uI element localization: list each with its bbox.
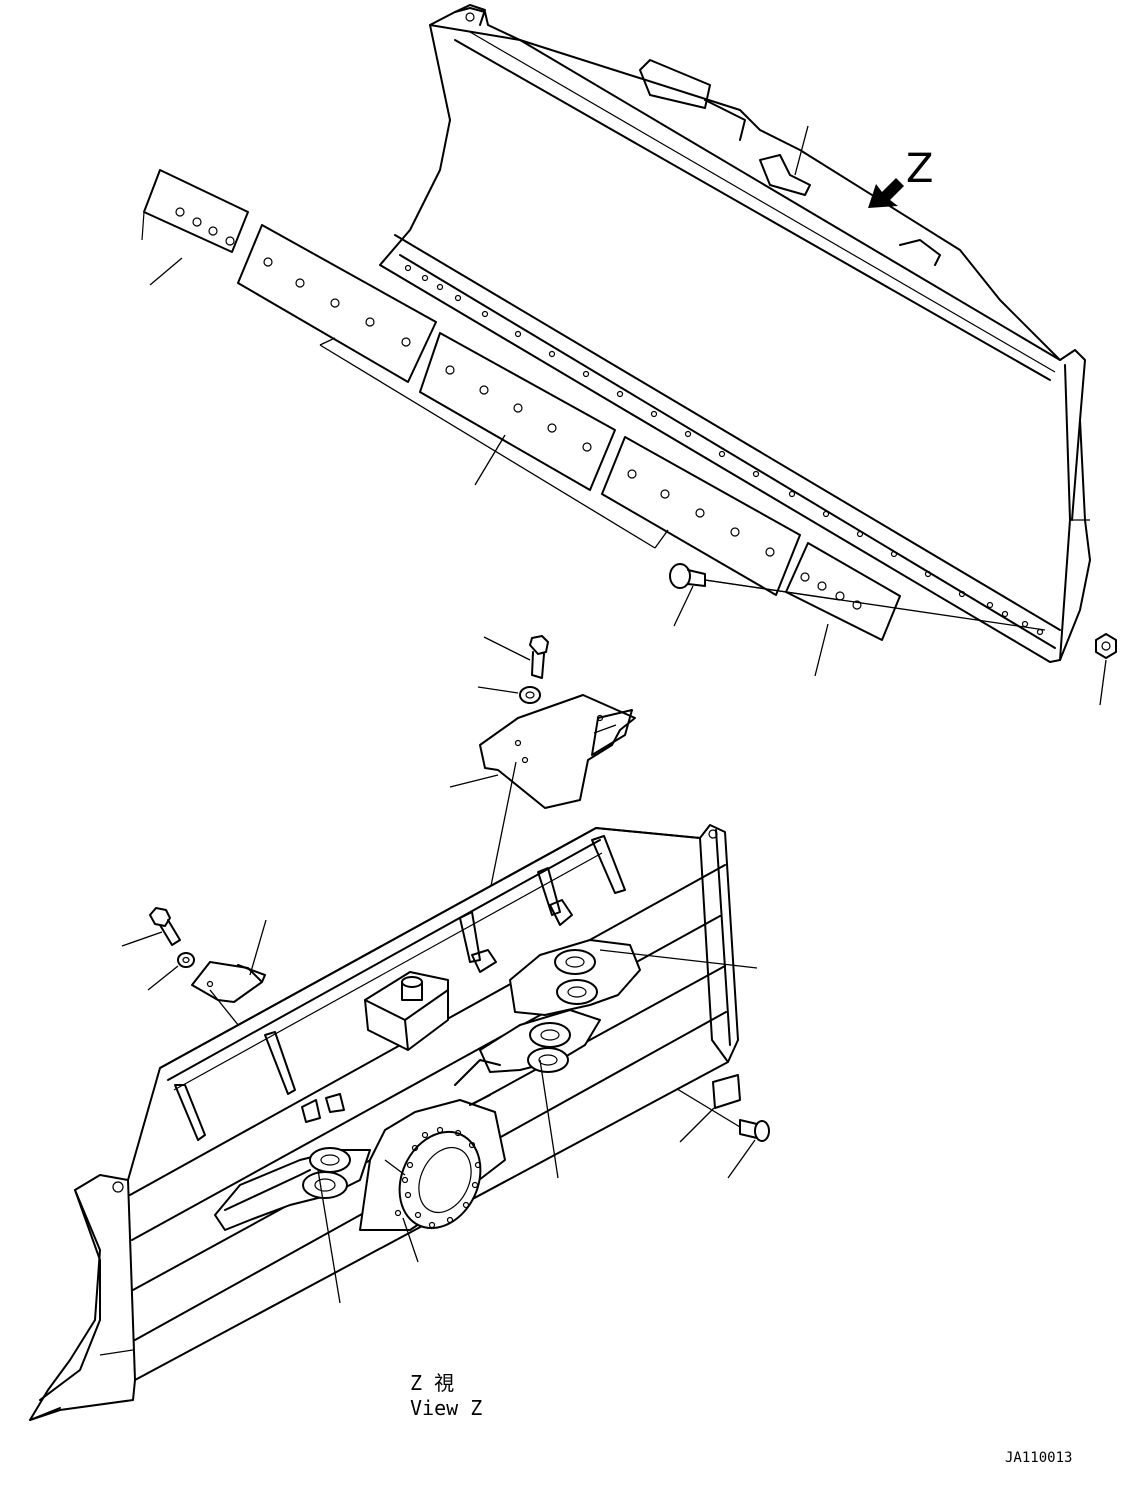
nut-upper xyxy=(1095,633,1117,659)
drawing-id: JA110013 xyxy=(1005,1450,1072,1466)
blade-back-view xyxy=(29,824,758,1421)
washer-2 xyxy=(147,952,195,991)
pivot-bolt-holes xyxy=(394,1126,482,1229)
view-letter: Z xyxy=(906,146,933,192)
blade-back-body xyxy=(29,824,739,1421)
hex-bolt-2 xyxy=(121,907,181,947)
blade-bolt-holes xyxy=(404,264,1044,636)
cutting-edges xyxy=(141,169,901,641)
leader-lines-upper xyxy=(149,125,1107,706)
end-bit-right xyxy=(785,542,901,641)
plow-bolt-upper xyxy=(669,563,1046,631)
view-caption-en: View Z xyxy=(410,1396,482,1420)
blade-front-view xyxy=(379,4,1091,663)
shim xyxy=(679,1074,741,1143)
hex-bolt-1 xyxy=(483,635,549,679)
blade-moldboard xyxy=(379,7,1091,663)
washer-1 xyxy=(477,686,541,704)
view-caption-jp: Z 視 xyxy=(410,1371,454,1395)
cover-plate xyxy=(449,694,636,961)
end-bit-left xyxy=(143,169,249,253)
small-bracket xyxy=(191,919,306,1109)
view-direction-arrow-icon xyxy=(868,178,904,208)
cutting-edge-1 xyxy=(237,224,437,383)
cutting-edge-3 xyxy=(601,436,801,596)
